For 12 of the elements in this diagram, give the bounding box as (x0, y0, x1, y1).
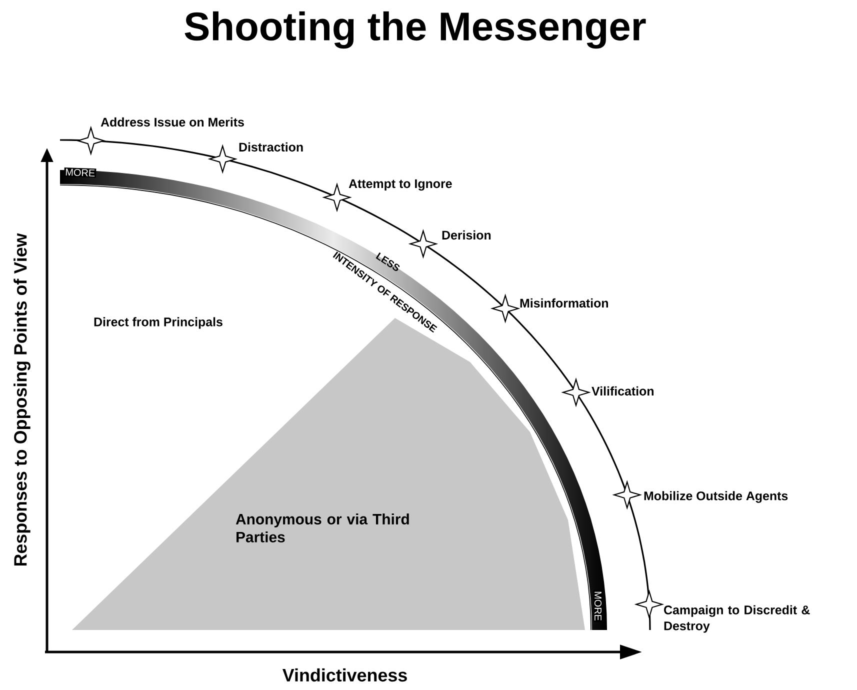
axis-label: Responses to Opposing Points of View (14, 233, 30, 566)
title: Shooting the Messenger (184, 11, 646, 49)
stage-label: Attempt to Ignore (348, 179, 452, 191)
stage-label: Misinformation (520, 298, 608, 308)
axis-label: Vindictiveness (282, 668, 407, 682)
stage-label: Address Issue on Merits (100, 117, 244, 127)
stage-label: Distraction (239, 142, 303, 152)
stage-label: Campaign to Discredit & Destroy (664, 605, 810, 633)
band-label: MORE (64, 167, 96, 178)
stage-label: Mobilize Outside Agents (644, 491, 788, 503)
stage-label: Derision (442, 230, 491, 240)
stage-label: Direct from Principals (94, 317, 222, 329)
